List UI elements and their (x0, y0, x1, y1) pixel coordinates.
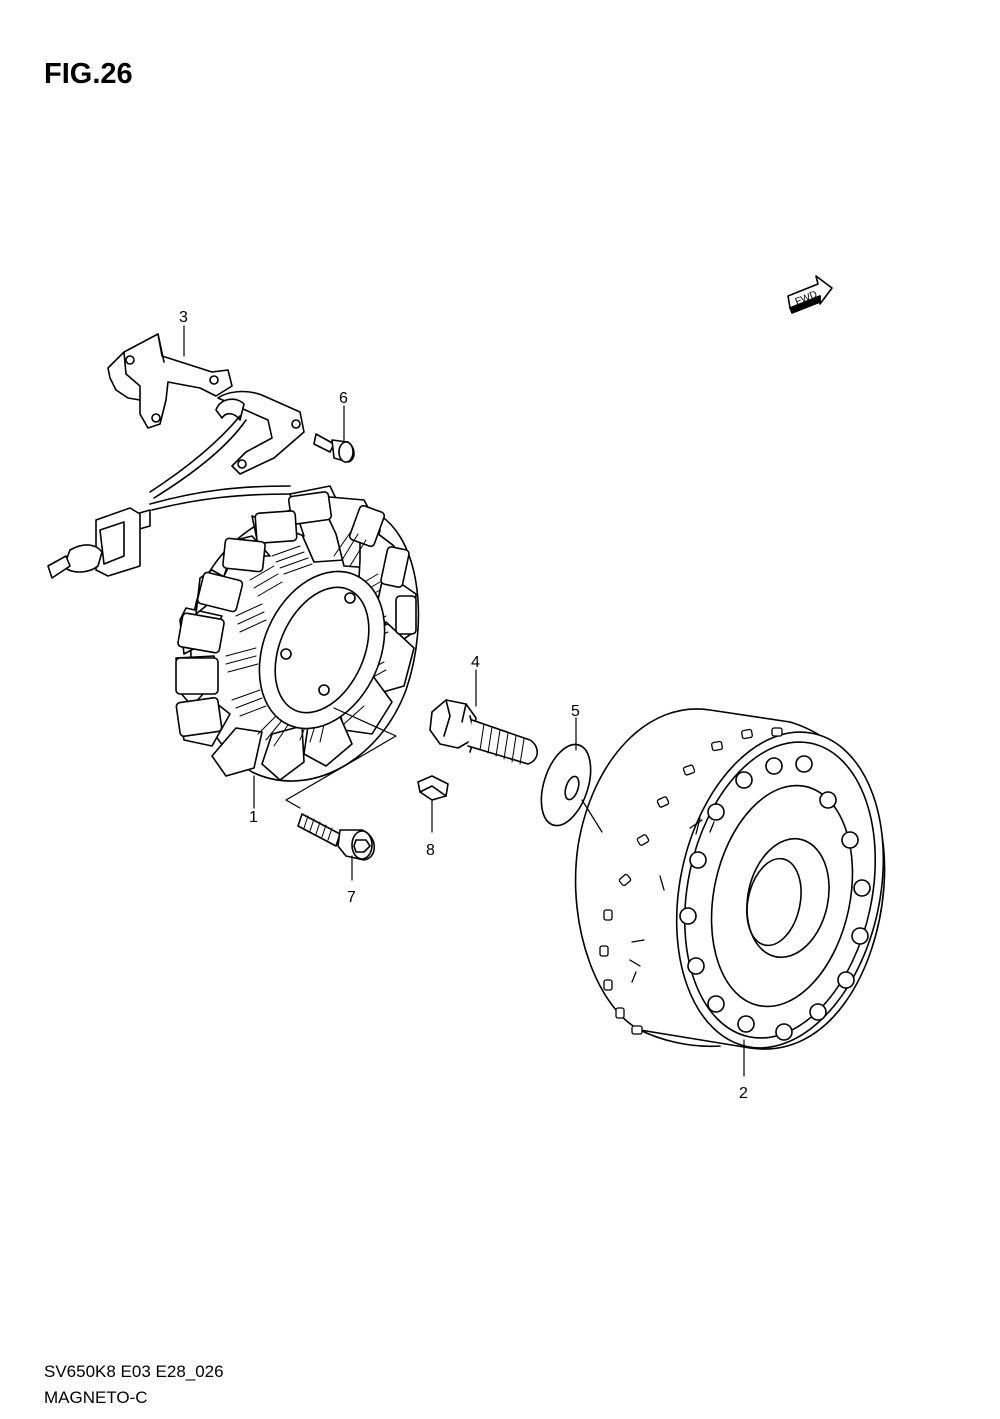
washer-part (540, 743, 592, 827)
screw-part (297, 813, 376, 861)
key-part (417, 775, 449, 801)
callout-1: 1 (249, 809, 258, 826)
callout-6: 6 (339, 390, 348, 407)
small-bolt-part (313, 433, 355, 463)
rotor-part (574, 708, 886, 1050)
callout-2: 2 (739, 1085, 748, 1102)
callout-3: 3 (179, 309, 188, 326)
leader-lines (183, 325, 745, 1077)
diagram-code: SV650K8 E03 E28_026 (44, 1362, 224, 1381)
stator-part (175, 485, 420, 782)
figure-title: FIG.26 (44, 58, 133, 90)
callout-8: 8 (426, 842, 435, 859)
wire-harness (47, 390, 305, 579)
callout-5: 5 (571, 703, 580, 720)
callout-4: 4 (471, 654, 480, 671)
bracket-part (107, 333, 233, 429)
bolt-part (429, 699, 539, 765)
diagram-name: MAGNETO-C (44, 1388, 148, 1407)
callout-7: 7 (347, 889, 356, 906)
fwd-arrow-icon: FWD (787, 275, 833, 314)
